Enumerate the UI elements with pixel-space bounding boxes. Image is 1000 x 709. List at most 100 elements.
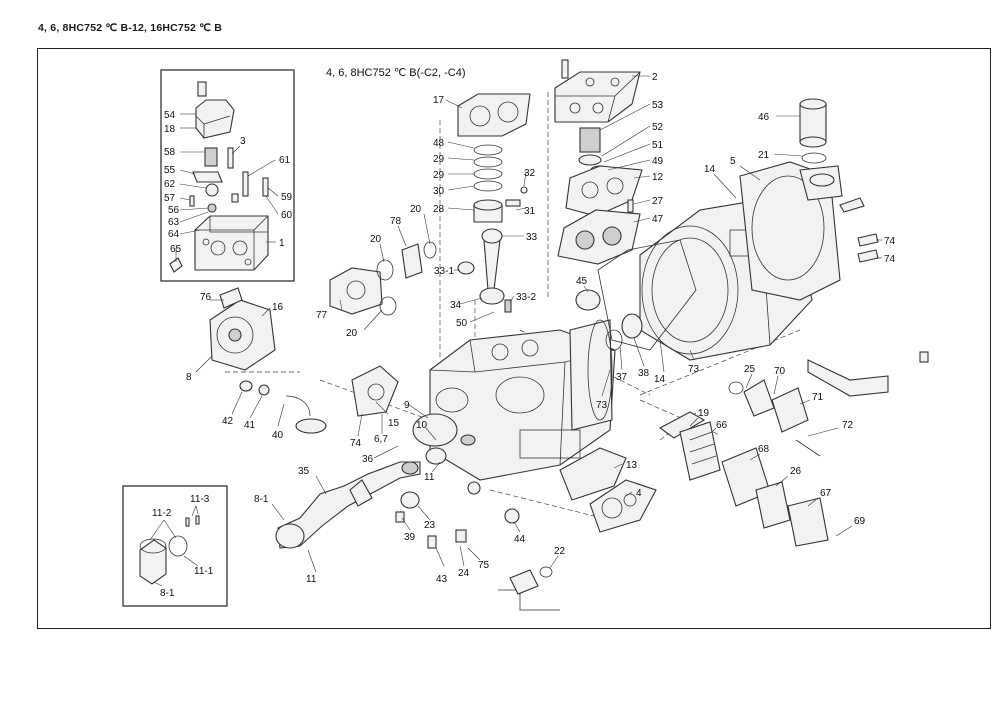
callout-label: 26	[790, 466, 802, 477]
callout-label: 12	[652, 172, 664, 183]
callout-label: 27	[652, 196, 664, 207]
callout-label: 11-3	[190, 494, 210, 505]
callout-label: 62	[164, 179, 176, 190]
callout-label: 74	[884, 254, 896, 265]
side-cover-electrical	[498, 351, 929, 611]
callout-label: 67	[820, 488, 832, 499]
callout-label: 50	[456, 318, 468, 329]
callout-label: 53	[652, 100, 664, 111]
callout-label: 2	[652, 72, 658, 83]
callout-label: 60	[281, 210, 293, 221]
callout-label: 20	[410, 204, 422, 215]
diagram-frame	[37, 48, 991, 629]
callout-label: 11	[306, 574, 317, 585]
callout-label: 40	[272, 430, 284, 441]
callout-label: 23	[424, 520, 436, 531]
callout-label: 8	[186, 372, 192, 383]
callout-label: 47	[652, 214, 664, 225]
page-title: 4, 6, 8HC752 ℃ B-12, 16HC752 ℃ B	[38, 22, 223, 34]
callout-label: 6,7	[374, 434, 388, 445]
cylinder-head-inset-box	[160, 69, 295, 282]
callout-label: 13	[626, 460, 638, 471]
diagram-subtitle: 4, 6, 8HC752 ℃ B(-C2, -C4)	[326, 67, 466, 79]
callout-label: 31	[524, 206, 536, 217]
callout-label: 11	[424, 472, 435, 483]
callout-label: 30	[433, 186, 445, 197]
callout-label: 58	[164, 147, 176, 158]
callout-label: 73	[688, 364, 700, 375]
crankcase-housing	[412, 319, 616, 481]
callout-label: 66	[716, 420, 728, 431]
callout-label: 78	[390, 216, 402, 227]
callout-label: 72	[842, 420, 854, 431]
callout-label: 37	[616, 372, 628, 383]
callout-label: 5	[730, 156, 736, 167]
callout-label: 51	[652, 140, 664, 151]
callout-label: 76	[200, 292, 212, 303]
callout-label: 74	[350, 438, 362, 449]
callout-label: 54	[164, 110, 176, 121]
callout-label: 15	[388, 418, 400, 429]
callout-label: 55	[164, 165, 176, 176]
callout-label: 22	[554, 546, 566, 557]
callout-label: 71	[812, 392, 824, 403]
callout-label: 74	[884, 236, 896, 247]
leader-lines	[149, 75, 882, 587]
callout-label: 75	[478, 560, 490, 571]
callout-label: 49	[652, 156, 664, 167]
callout-label: 21	[758, 150, 770, 161]
callout-label: 32	[524, 168, 536, 179]
callout-label: 25	[744, 364, 756, 375]
bearing-detail	[139, 515, 200, 585]
callout-label: 20	[346, 328, 358, 339]
callout-label: 59	[281, 192, 293, 203]
callout-label: 24	[458, 568, 470, 579]
callout-label: 68	[758, 444, 770, 455]
callout-label: 16	[272, 302, 284, 313]
callout-label: 14	[654, 374, 666, 385]
oil-pump-assembly	[209, 241, 437, 434]
callout-label: 9	[404, 400, 410, 411]
callout-label: 64	[168, 229, 180, 240]
callout-label: 1	[279, 238, 285, 249]
callout-label: 11-2	[152, 508, 172, 519]
callout-label: 10	[416, 420, 428, 431]
callout-label: 45	[576, 276, 588, 287]
callout-label: 4	[636, 488, 642, 499]
callout-label: 41	[244, 420, 256, 431]
callout-label: 70	[774, 366, 786, 377]
callout-label: 39	[404, 532, 416, 543]
head-cover-assembly	[554, 59, 643, 265]
callout-label: 28	[433, 204, 445, 215]
cylinder-head-assembly	[169, 81, 269, 273]
callout-label: 14	[704, 164, 716, 175]
callout-label: 69	[854, 516, 866, 527]
piston-rod-assembly	[457, 93, 531, 313]
callout-label: 61	[279, 155, 291, 166]
callout-label: 56	[168, 205, 180, 216]
callout-label: 44	[514, 534, 526, 545]
callout-label: 35	[298, 466, 310, 477]
callout-label: 36	[362, 454, 374, 465]
callout-label: 33	[526, 232, 538, 243]
callout-label: 18	[164, 124, 176, 135]
callout-label: 19	[698, 408, 710, 419]
callout-label: 73	[596, 400, 608, 411]
bearing-inset-box	[122, 485, 228, 607]
crankshaft	[275, 447, 520, 549]
callout-label: 43	[436, 574, 448, 585]
callout-labels: 54 18 3 58 55 61 62 57 59 56 60 63 64 1 …	[152, 72, 896, 599]
callout-label: 8-1	[160, 588, 175, 599]
callout-label: 77	[316, 310, 328, 321]
callout-label: 48	[433, 138, 445, 149]
motor-housing	[575, 98, 879, 361]
callout-label: 34	[450, 300, 462, 311]
callout-label: 3	[240, 136, 246, 147]
callout-label: 29	[433, 154, 445, 165]
callout-label: 46	[758, 112, 770, 123]
callout-label: 42	[222, 416, 234, 427]
callout-label: 52	[652, 122, 664, 133]
callout-label: 17	[433, 95, 445, 106]
callout-label: 65	[170, 244, 182, 255]
